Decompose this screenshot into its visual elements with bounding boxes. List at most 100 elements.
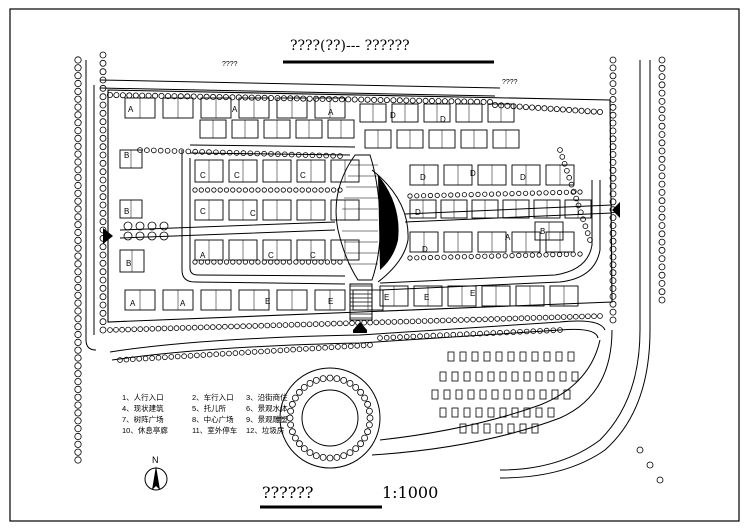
tree <box>488 191 495 197</box>
tree <box>590 108 597 115</box>
tree <box>658 122 666 130</box>
tree <box>206 149 212 155</box>
tree <box>191 324 198 331</box>
tree <box>74 228 82 237</box>
tree <box>524 315 531 321</box>
tree <box>99 259 107 267</box>
tree-rows <box>74 51 666 484</box>
tree <box>578 107 585 114</box>
legend-item: 10、休息亭廊 <box>122 425 168 435</box>
internal-road <box>189 144 356 156</box>
tree <box>74 268 82 276</box>
tree <box>547 105 554 112</box>
tree <box>609 237 617 245</box>
tree <box>464 316 470 323</box>
tree <box>658 296 666 304</box>
tree <box>296 346 303 353</box>
tree <box>435 98 442 105</box>
parking-stall <box>495 351 503 362</box>
tree <box>74 142 82 150</box>
parking-stall <box>511 407 519 418</box>
tree <box>158 92 165 99</box>
tree <box>286 187 293 193</box>
tree <box>597 109 604 116</box>
tree <box>74 95 82 103</box>
tree-array <box>147 231 157 241</box>
entrance-arrow-bottom-base <box>353 330 367 333</box>
parking-stall <box>491 389 499 400</box>
tree <box>294 321 301 328</box>
tree <box>155 325 162 332</box>
tree <box>658 271 666 279</box>
tree <box>609 292 617 300</box>
tree <box>142 355 149 362</box>
building-mark: C <box>250 209 256 218</box>
tree <box>591 313 597 320</box>
parking-stall <box>507 423 515 434</box>
tree <box>99 193 107 201</box>
tree <box>609 111 617 119</box>
tree <box>383 334 390 341</box>
legend-item: 3、沿街商住 <box>246 392 288 402</box>
drawing-scale: 1:1000 <box>382 483 438 502</box>
tree <box>249 187 255 193</box>
tree <box>300 445 308 453</box>
tree <box>74 72 82 80</box>
parking-stall <box>551 389 559 400</box>
tree <box>282 322 289 328</box>
tree <box>409 97 416 104</box>
tree <box>373 319 380 326</box>
tree <box>74 252 82 260</box>
tree <box>99 218 107 226</box>
building-mark: D <box>390 111 396 120</box>
tree <box>337 259 343 265</box>
internal-road <box>181 150 346 285</box>
tree-array <box>123 221 133 231</box>
tree <box>200 352 207 358</box>
tree <box>187 352 194 359</box>
tree <box>205 187 211 193</box>
building-mark: C <box>234 171 240 180</box>
tree <box>658 213 666 221</box>
tree <box>74 181 82 190</box>
tree <box>433 317 440 324</box>
building-mark: A <box>232 105 238 114</box>
parking-stall <box>515 389 523 400</box>
tree <box>326 374 334 382</box>
tree <box>155 354 162 361</box>
tree <box>427 192 433 199</box>
tree <box>658 106 666 114</box>
tree <box>107 327 113 333</box>
building-mark: C <box>268 251 274 260</box>
tree <box>99 184 107 192</box>
tree <box>609 166 617 174</box>
parking-stall <box>547 407 555 418</box>
tree <box>584 108 591 115</box>
building-mark: D <box>422 245 428 254</box>
tree <box>340 376 348 384</box>
tree <box>391 319 398 325</box>
tree <box>559 106 566 113</box>
tree <box>312 376 320 384</box>
tree <box>415 318 422 325</box>
tree <box>658 288 666 296</box>
tree <box>502 253 508 259</box>
tree <box>364 96 371 103</box>
tree <box>192 187 198 193</box>
tree <box>337 187 343 193</box>
tree <box>522 190 529 196</box>
tree <box>333 453 341 461</box>
building-mark: B <box>126 259 131 268</box>
tree <box>74 346 82 354</box>
tree <box>162 354 168 361</box>
tree <box>306 379 314 387</box>
tree <box>324 320 331 327</box>
tree <box>609 277 617 285</box>
tree <box>312 452 320 460</box>
parking-stall <box>471 423 479 434</box>
tree <box>255 259 261 265</box>
tree <box>403 97 410 104</box>
tree <box>572 107 579 114</box>
tree <box>239 349 245 356</box>
tree <box>365 421 373 429</box>
